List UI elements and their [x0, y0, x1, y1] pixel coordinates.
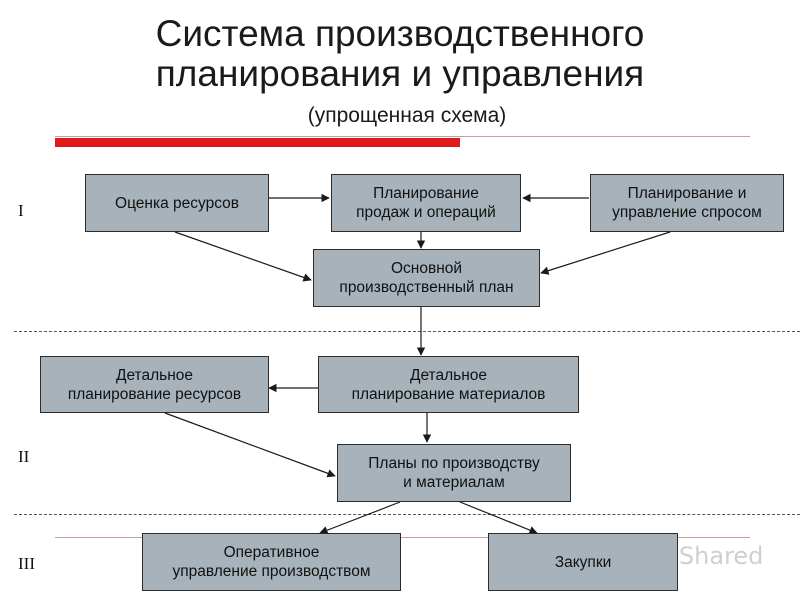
- header-divider-line: [55, 136, 750, 137]
- arrow-plans-to-operational: [319, 501, 401, 535]
- level-label-1: I: [18, 201, 24, 220]
- arrow-demand-to-master: [540, 231, 671, 275]
- box-demand-planning: Планирование и управление спросом: [590, 174, 784, 232]
- arrow-resources-to-master: [174, 231, 312, 282]
- box-detailed-material-planning: Детальное планирование материалов: [318, 356, 579, 413]
- box-operational-management: Оперативное управление производством: [142, 533, 401, 591]
- arrow-plans-to-purchasing: [459, 501, 538, 535]
- box-production-material-plans: Планы по производству и материалам: [337, 444, 571, 502]
- header-accent-bar: [55, 138, 460, 147]
- box-purchasing: Закупки: [488, 533, 678, 591]
- box-sales-operations-planning: Планирование продаж и операций: [331, 174, 521, 232]
- box-master-production-plan: Основной производственный план: [313, 249, 540, 307]
- title-line-2: планирования и управления: [155, 53, 645, 94]
- level-label-2: II: [18, 447, 30, 466]
- page-title: Система производственного планирования и…: [0, 14, 800, 94]
- page-subtitle: (упрощенная схема): [307, 104, 507, 127]
- title-line-1: Система производственного: [155, 13, 645, 54]
- level-label-3: III: [18, 554, 35, 573]
- level-separator-2: [14, 514, 800, 515]
- level-separator-1: [14, 331, 800, 332]
- footer-divider-line: [55, 537, 750, 538]
- arrow-resources-to-plans: [164, 412, 336, 478]
- box-resource-assessment: Оценка ресурсов: [85, 174, 269, 232]
- box-detailed-resource-planning: Детальное планирование ресурсов: [40, 356, 269, 413]
